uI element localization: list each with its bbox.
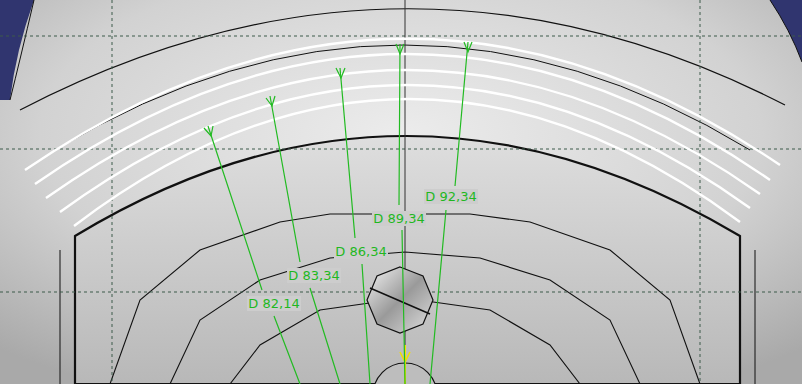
dimension-label: D 83,34 <box>287 268 340 283</box>
dimension-label: D 89,34 <box>372 211 425 226</box>
white-arcs <box>25 39 780 226</box>
dimension-lines <box>204 42 472 384</box>
housing <box>75 136 740 384</box>
outer-edge <box>770 0 802 62</box>
outer-arc <box>55 45 750 150</box>
dimension-label: D 82,14 <box>247 296 300 311</box>
screw-head <box>367 267 433 333</box>
screw-slot <box>370 288 430 314</box>
dimension-label: D 86,34 <box>334 244 387 259</box>
outer-edge <box>10 0 34 100</box>
dimension-label: D 92,34 <box>424 189 477 204</box>
dark-corner <box>0 0 34 100</box>
outer-arc <box>20 9 785 110</box>
dark-corner <box>770 0 802 62</box>
